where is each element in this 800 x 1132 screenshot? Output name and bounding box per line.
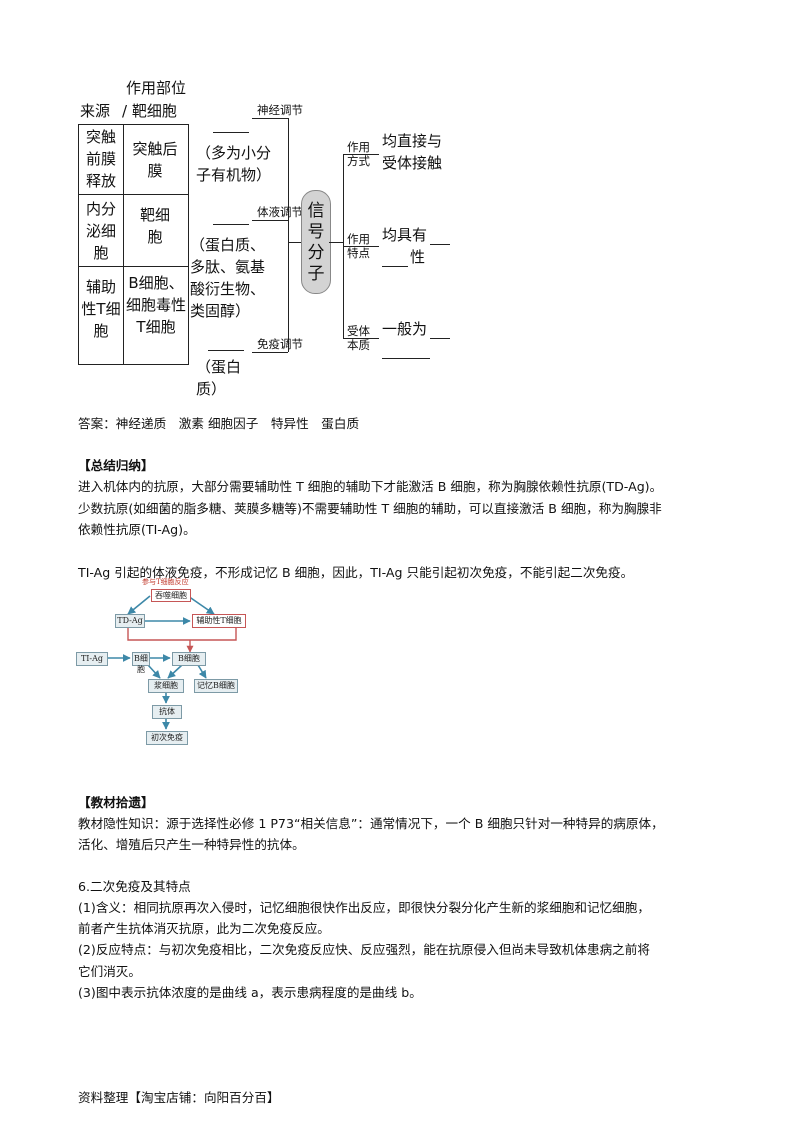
memory-b-node: 记忆B细胞 (194, 679, 238, 693)
right-label: 作用特点 (347, 232, 370, 260)
plasma-cell-node: 浆细胞 (148, 679, 184, 693)
row-source: 辅助性T细胞 (81, 278, 121, 340)
footer: 资料整理【淘宝店铺：向阳百分百】 (78, 1090, 280, 1105)
fill-blank (213, 224, 249, 225)
mid-desc: （蛋白质、多肽、氨基酸衍生物、类固醇） (190, 236, 266, 320)
red-label: 参与T细胞反应 (142, 578, 189, 586)
apc-node: 吞噬细胞 (151, 589, 191, 602)
b-cell-node: B细胞 (132, 652, 150, 674)
mid-desc: （蛋白质） (196, 358, 242, 398)
row-target: B细胞、细胞毒性T细胞 (126, 274, 187, 336)
right-label: 作用方式 (347, 140, 370, 168)
fill-blank (430, 244, 450, 245)
target-header-1: 作用部位 (126, 79, 187, 97)
fill-blank (213, 132, 249, 133)
row-source: 突触前膜释放 (85, 128, 116, 190)
section-para: 前者产生抗体消灭抗原，此为二次免疫反应。 (78, 921, 330, 936)
right-text: 性 (410, 248, 426, 266)
mid-label: 神经调节 (257, 103, 303, 117)
source-header: 来源 (80, 102, 111, 120)
mid-desc: （多为小分子有机物） (196, 144, 272, 184)
mid-label: 体液调节 (257, 205, 303, 219)
summary-para: 少数抗原(如细菌的脂多糖、荚膜多糖等)不需要辅助性 T 细胞的辅助，可以直接激活… (78, 501, 662, 516)
ti-ag-node: TI-Ag (76, 652, 108, 666)
answer-line: 答案：神经递质 激素 细胞因子 特异性 蛋白质 (78, 416, 360, 431)
section-para: 它们消灭。 (78, 964, 141, 979)
section-title: 6.二次免疫及其特点 (78, 879, 191, 894)
target-header-2: / 靶细胞 (122, 102, 177, 120)
signal-molecule-pill: 信号分子 (301, 190, 331, 294)
row-target: 突触后膜 (132, 140, 178, 180)
helper-t-node: 辅助性T细胞 (192, 614, 246, 628)
mid-label: 免疫调节 (257, 337, 303, 351)
td-ag-node: TD-Ag (115, 614, 145, 628)
textbook-para: 活化、增殖后只产生一种特异性的抗体。 (78, 837, 305, 852)
primary-immunity-node: 初次免疫 (146, 731, 188, 745)
center-label: 信号分子 (307, 201, 325, 284)
section-para: (1)含义：相同抗原再次入侵时，记忆细胞很快作出反应，即很快分裂分化产生新的浆细… (78, 900, 650, 915)
fill-blank (430, 338, 450, 339)
right-label: 受体本质 (347, 324, 370, 352)
fill-blank (382, 266, 408, 267)
right-text: 均具有 (382, 226, 428, 244)
textbook-heading: 【教材拾遗】 (78, 795, 154, 810)
b-cell-node: B细胞 (172, 652, 206, 666)
antibody-node: 抗体 (152, 705, 182, 719)
section-para: (2)反应特点：与初次免疫相比，二次免疫反应快、反应强烈，能在抗原侵入但尚未导致… (78, 942, 650, 957)
row-target: 靶细胞 (140, 206, 171, 246)
flow-arrows (108, 595, 237, 730)
source-target-table (78, 124, 189, 365)
right-text: 均直接与受体接触 (382, 132, 443, 172)
fill-blank (208, 350, 244, 351)
section-para: (3)图中表示抗体浓度的是曲线 a，表示患病程度的是曲线 b。 (78, 985, 422, 1000)
textbook-para: 教材隐性知识：源于选择性必修 1 P73“相关信息”：通常情况下，一个 B 细胞… (78, 816, 664, 831)
summary-para: 进入机体内的抗原，大部分需要辅助性 T 细胞的辅助下才能激活 B 细胞，称为胸腺… (78, 479, 663, 494)
summary-para: 依赖性抗原(TI-Ag)。 (78, 522, 196, 537)
row-source: 内分泌细胞 (85, 200, 116, 262)
summary-heading: 【总结归纳】 (78, 458, 154, 473)
fill-blank (382, 358, 430, 359)
right-text: 一般为 (382, 320, 428, 338)
summary-para: TI-Ag 引起的体液免疫，不形成记忆 B 细胞，因此，TI-Ag 只能引起初次… (78, 565, 634, 580)
